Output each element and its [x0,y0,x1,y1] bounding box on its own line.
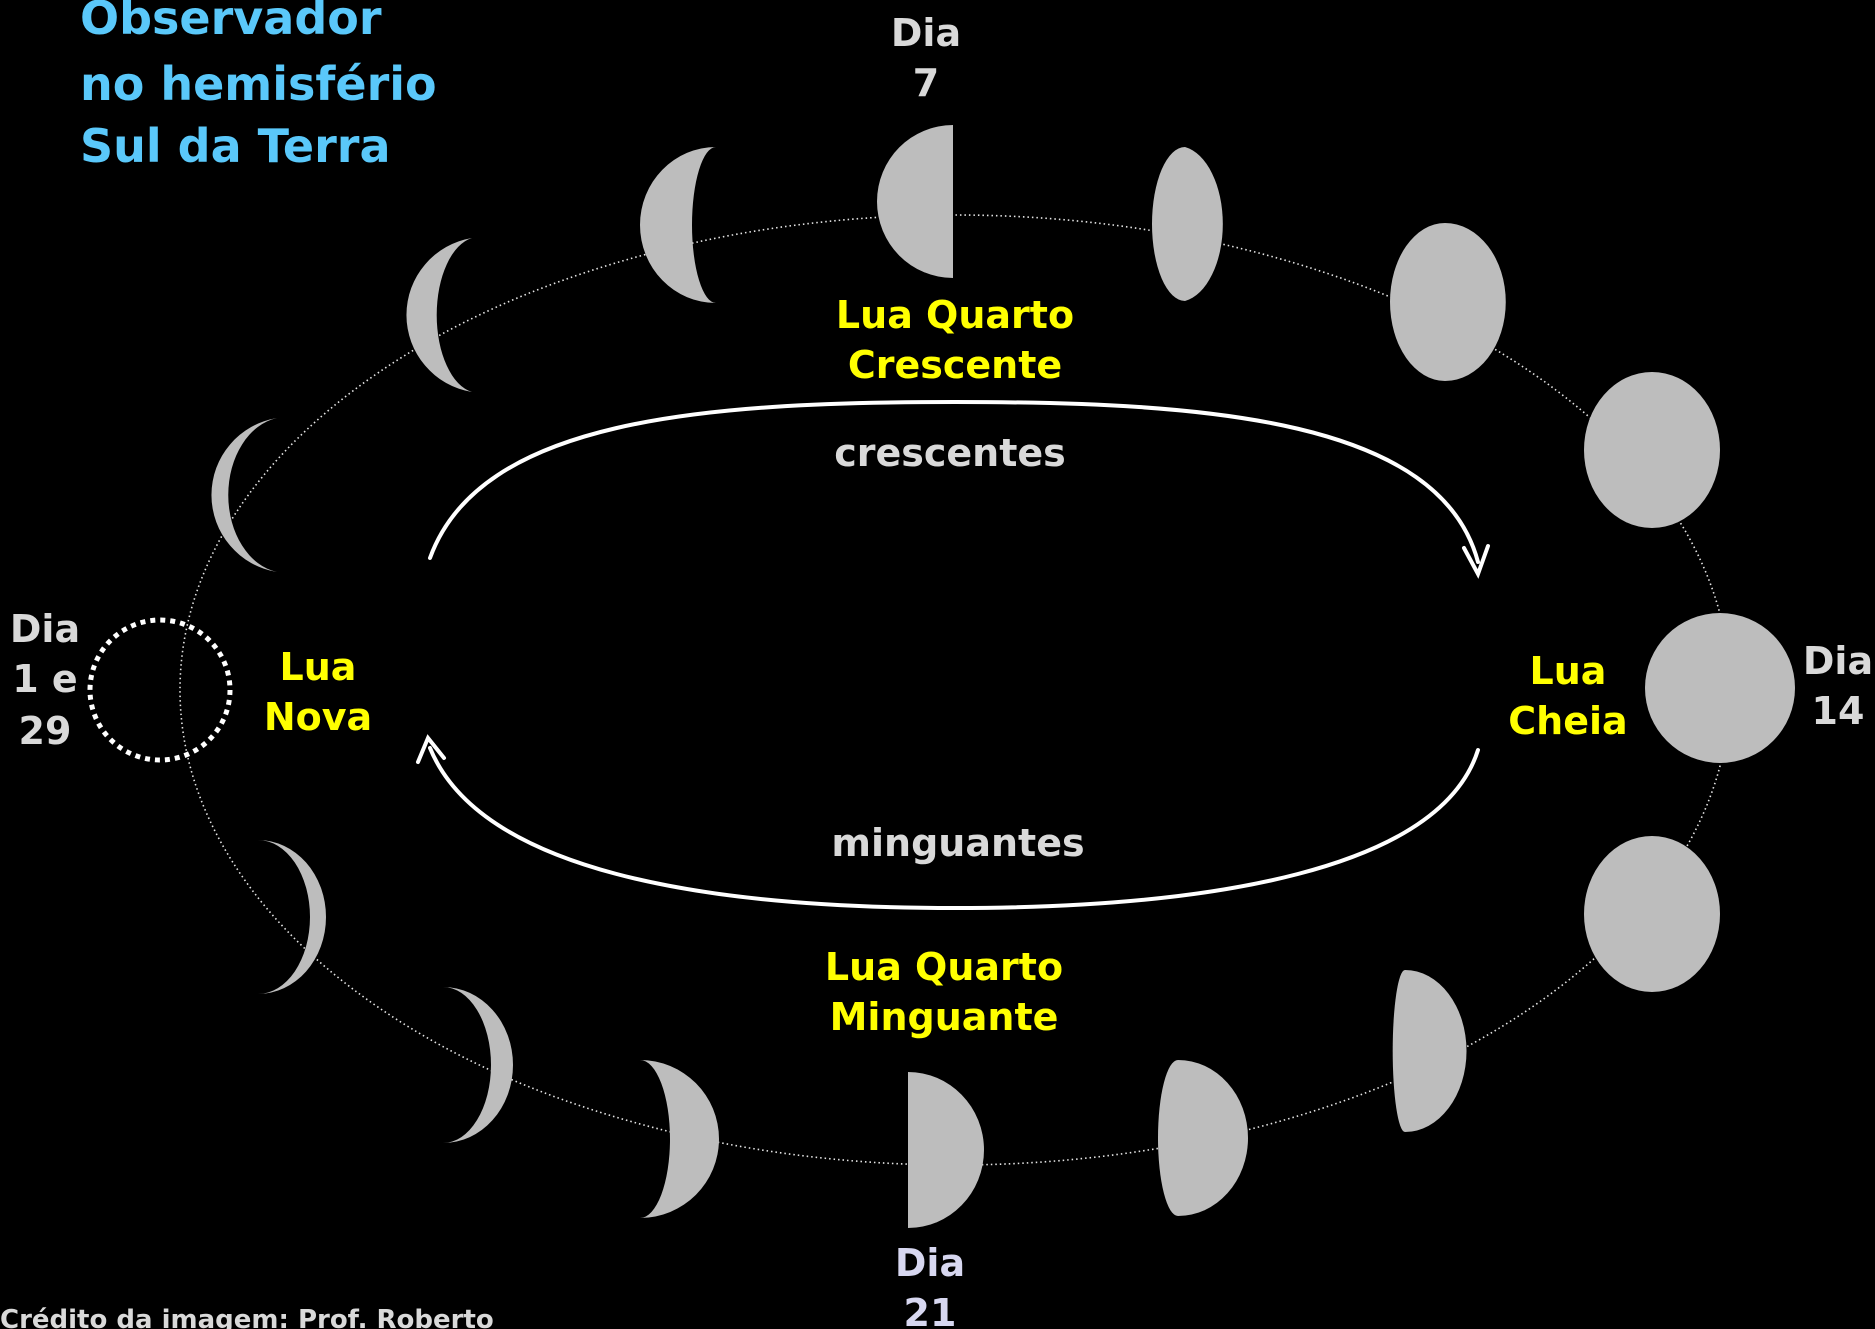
new-moon-label-line-2: Nova [264,695,372,739]
first-quarter-moon [877,125,953,278]
new-moon-label-line-1: Lua [280,645,357,689]
day-7-label-line-1: Dia [891,11,961,55]
last-quarter-moon [908,1072,984,1228]
diagram-title-line-2: no hemisfério [80,57,437,111]
day-14-label-line-1: Dia [1803,639,1873,683]
waxing-crescent-3 [640,147,716,303]
day-7-label-line-2: 7 [913,61,939,105]
day-14-label-line-2: 14 [1812,689,1865,733]
waning-crescent-3 [258,840,326,994]
full-moon [1645,613,1795,763]
waxing-gibbous-3 [1584,372,1720,528]
day-21-label-line-1: Dia [895,1241,965,1285]
last-quarter-label-line-2: Minguante [830,995,1059,1039]
diagram-title-line-1: Observador [80,0,382,45]
day-1-label-line-2: 1 e [12,657,77,701]
image-credit: Crédito da imagem: Prof. Roberto [0,1305,494,1329]
waxing-crescent-1 [211,418,277,572]
first-quarter-label-line-1: Lua Quarto [836,293,1074,337]
waning-gibbous-3 [1158,1060,1248,1216]
waxing-crescent-2 [406,238,472,392]
day-21-label-line-2: 21 [904,1291,957,1329]
day-1-label-line-3: 29 [19,709,72,753]
waxing-gibbous-2 [1390,223,1506,381]
waxing-arrow [430,402,1478,562]
waning-crescent-2 [443,987,513,1143]
first-quarter-label-line-2: Crescente [848,343,1062,387]
waning-gibbous-1 [1584,836,1720,992]
waning-gibbous-2 [1393,970,1467,1132]
day-1-label-line-1: Dia [10,607,80,651]
full-moon-label-line-1: Lua [1530,649,1607,693]
new-moon [90,620,230,760]
last-quarter-label-line-1: Lua Quarto [825,945,1063,989]
waxing-gibbous-1 [1152,147,1223,301]
waning-crescent-1 [640,1060,719,1218]
waning-caption: minguantes [831,821,1084,865]
diagram-title-line-3: Sul da Terra [80,119,391,173]
waxing-caption: crescentes [834,431,1066,475]
full-moon-label-line-2: Cheia [1508,699,1627,743]
